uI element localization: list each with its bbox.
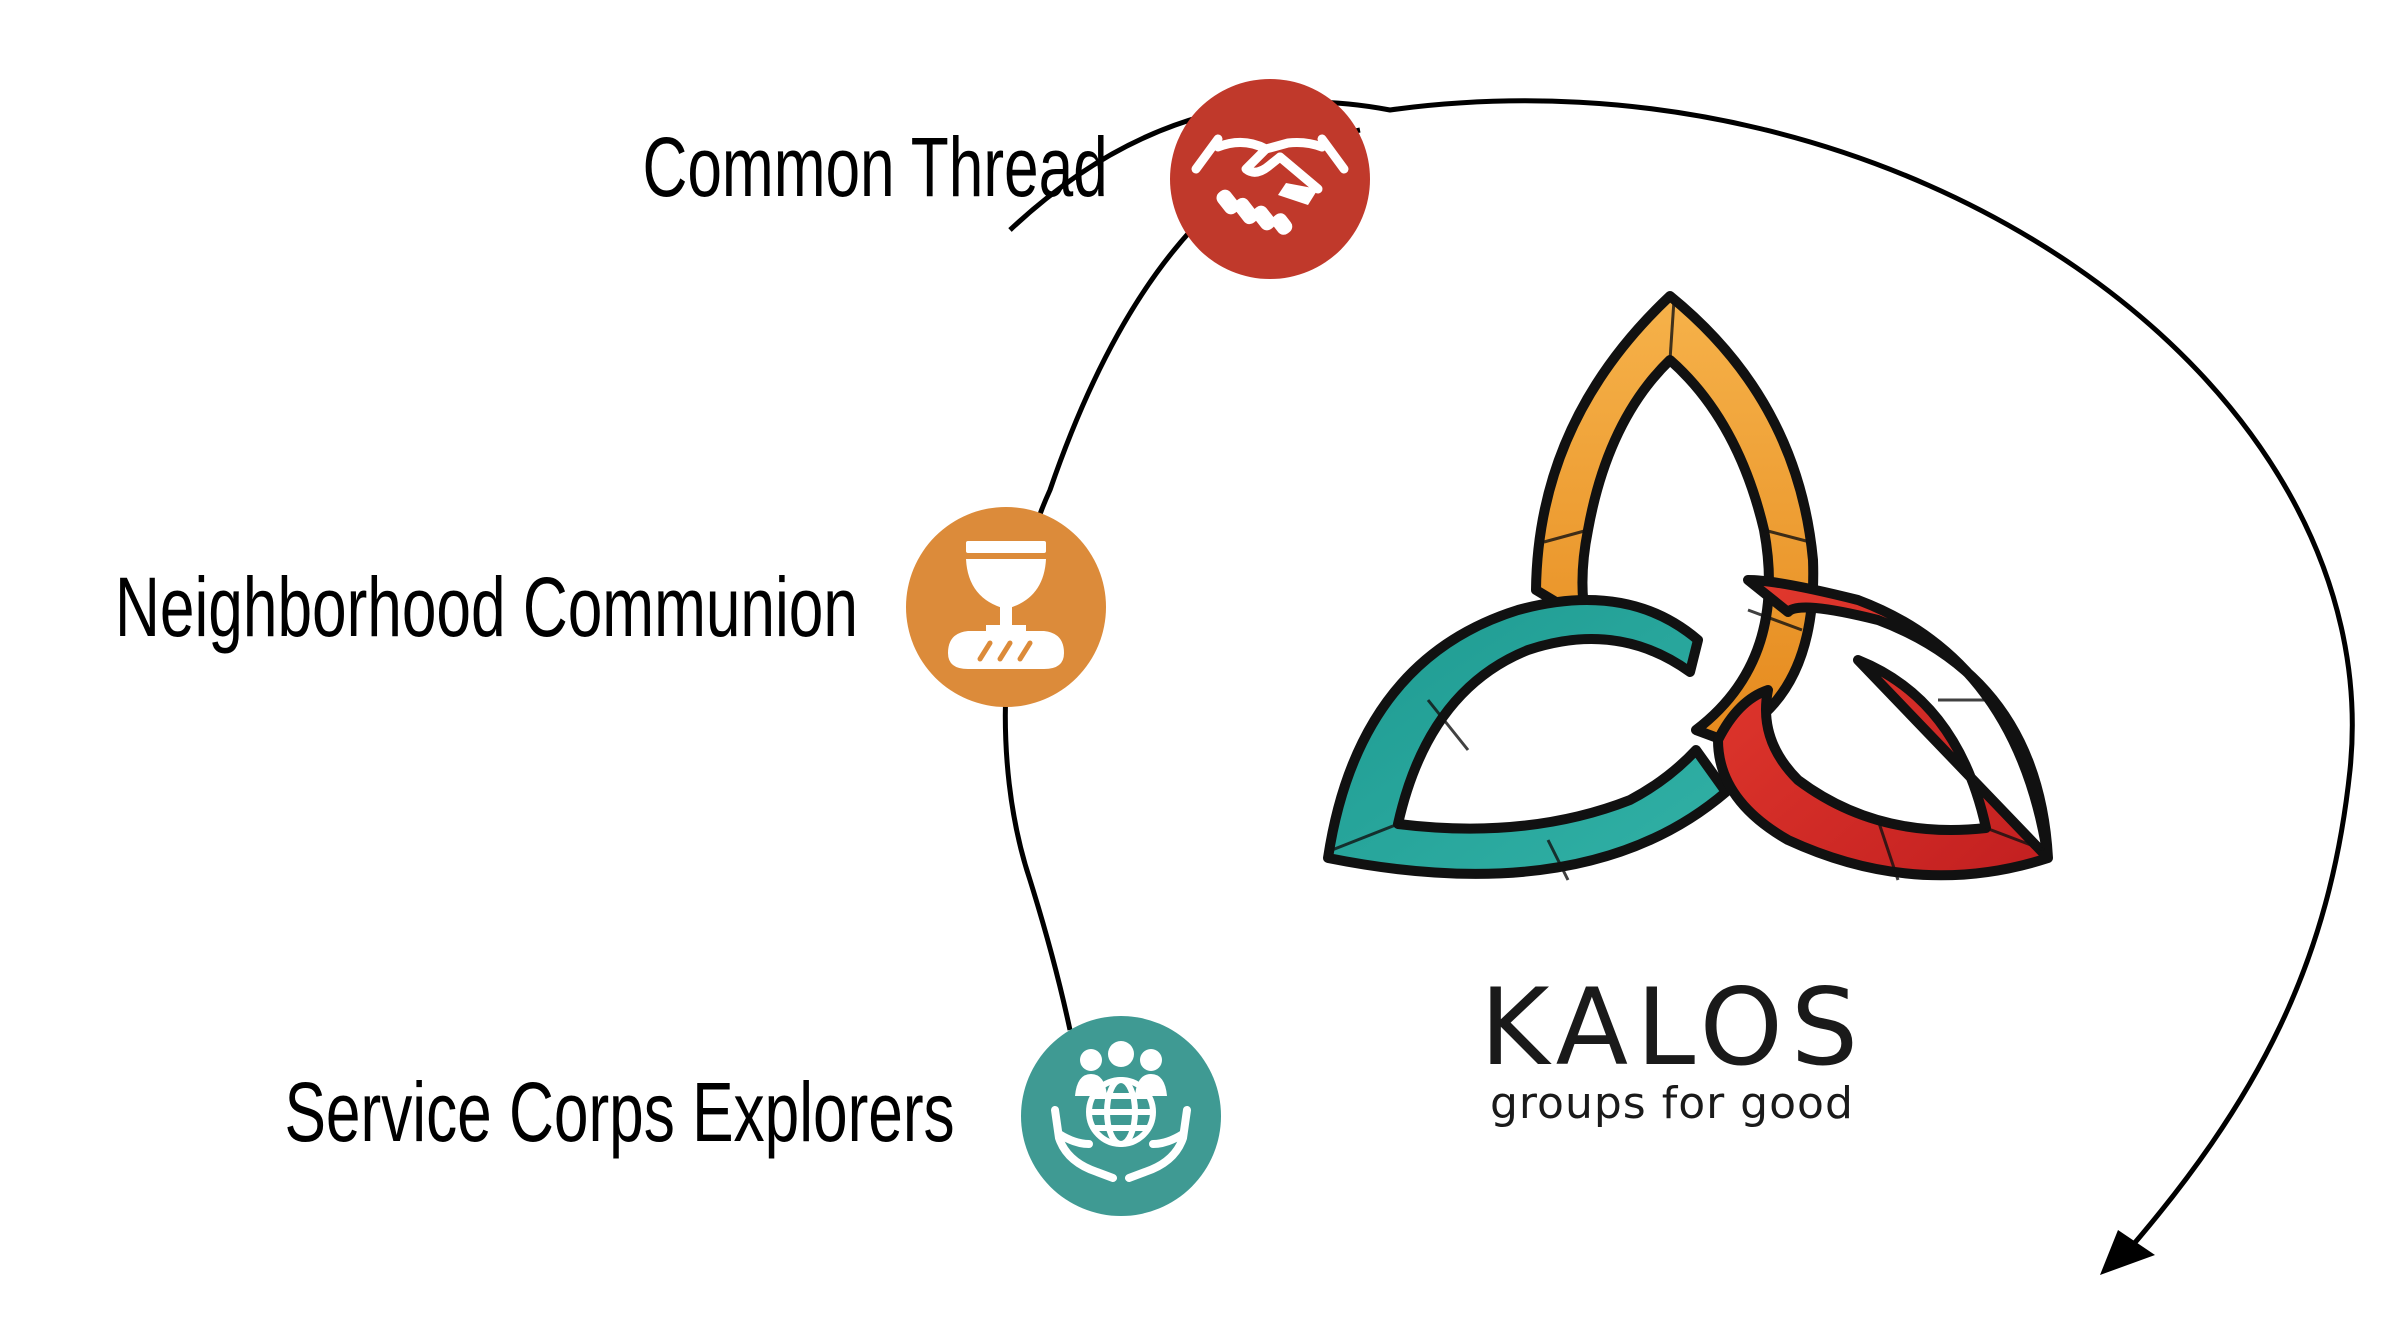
hands-globe-people-icon (1021, 1016, 1221, 1216)
program-label-common-thread: Common Thread (642, 120, 1108, 214)
handshake-icon (1170, 79, 1370, 279)
chalice-bread-icon (906, 507, 1106, 707)
program-label-service-corps-explorers: Service Corps Explorers (284, 1065, 955, 1159)
program-label-neighborhood-communion: Neighborhood Communion (115, 560, 858, 654)
brand-tagline: groups for good (1490, 1078, 1854, 1129)
brand-name: KALOS (1480, 966, 1867, 1089)
triquetra-logo-icon (1323, 291, 2053, 881)
